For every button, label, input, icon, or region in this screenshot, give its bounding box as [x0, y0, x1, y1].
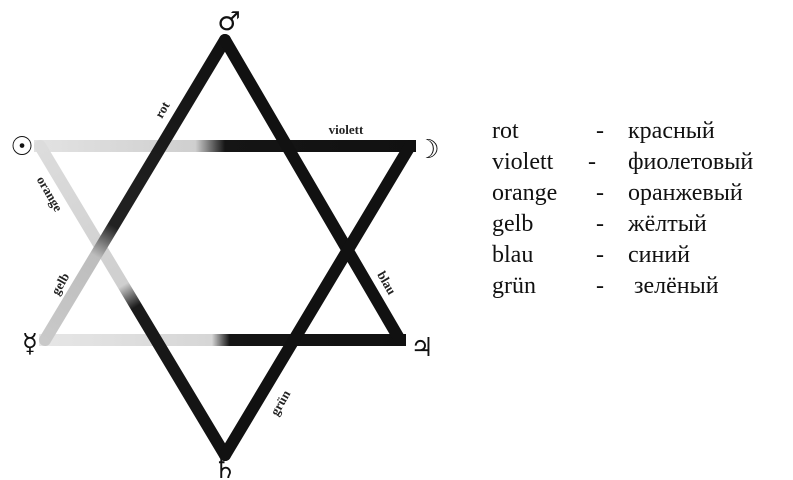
legend-russian: красный	[628, 116, 715, 147]
label-violett: violett	[329, 122, 364, 137]
legend-dash: -	[588, 147, 596, 178]
legend-german: blau	[492, 240, 533, 271]
jupiter-symbol-icon: ♃	[410, 333, 433, 363]
mars-symbol-icon: ♂	[217, 7, 240, 37]
legend-german: grün	[492, 271, 536, 302]
sun-symbol-icon: ☉	[10, 132, 33, 162]
legend-german: rot	[492, 116, 519, 147]
label-rot: rot	[152, 98, 174, 120]
legend-dash: -	[596, 209, 604, 240]
legend-german: gelb	[492, 209, 533, 240]
legend-dash: -	[596, 271, 604, 302]
legend-dash: -	[596, 240, 604, 271]
legend-russian: оранжевый	[628, 178, 743, 209]
legend-german: orange	[492, 178, 557, 209]
legend-dash: -	[596, 178, 604, 209]
legend-russian: синий	[628, 240, 690, 271]
moon-symbol-icon: ☽	[416, 135, 439, 165]
legend-german: violett	[492, 147, 553, 178]
mercury-symbol-icon: ☿	[22, 329, 38, 359]
hexagram-diagram: rot violett orange gelb blau grün ♂ ☽ ♃ …	[0, 0, 470, 480]
legend-dash: -	[596, 116, 604, 147]
legend-russian: зелёный	[634, 271, 719, 302]
saturn-symbol-icon: ♄	[213, 455, 236, 480]
edge-rot	[225, 40, 400, 340]
label-gruen: grün	[267, 387, 294, 418]
legend-russian: жёлтый	[628, 209, 707, 240]
legend-russian: фиолетовый	[628, 147, 753, 178]
